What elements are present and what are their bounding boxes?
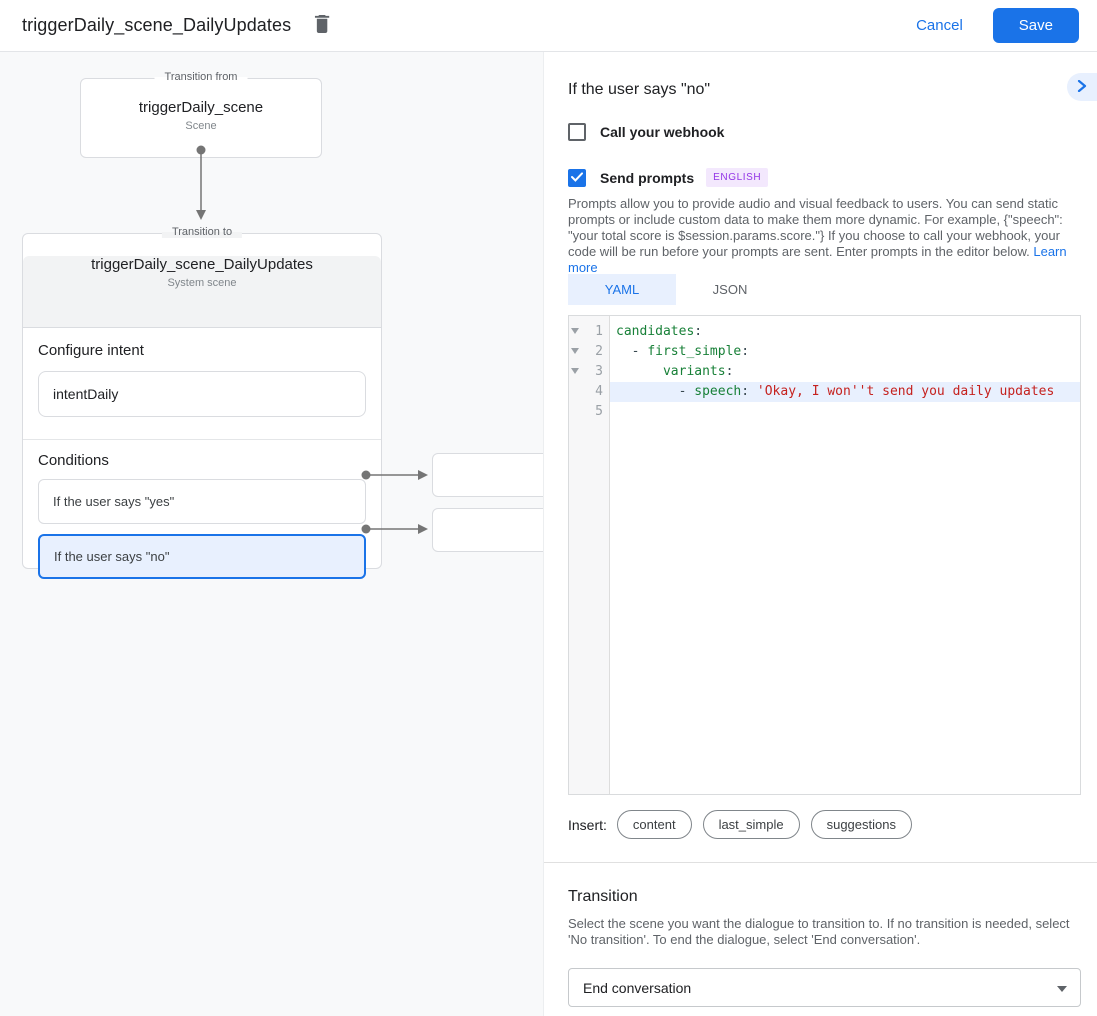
fold-arrow-icon[interactable] — [571, 328, 579, 334]
line-number: 1 — [595, 324, 603, 339]
to-scene-type: System scene — [167, 277, 237, 289]
yaml-code-editor[interactable]: 1 2 3 4 5 candidates: - first_simple: varian… — [568, 315, 1081, 795]
condition-detail-panel: If the user says "no" Call your webhook … — [543, 52, 1097, 1016]
editor-format-tabs: YAML JSON — [568, 274, 784, 305]
checkmark-icon — [571, 169, 583, 187]
editor-gutter: 1 2 3 4 5 — [569, 316, 610, 794]
gutter-row: 4 — [569, 382, 609, 402]
line-number: 4 — [595, 384, 603, 399]
code-token-plain — [616, 364, 663, 379]
insert-row: Insert: content last_simple suggestions — [568, 810, 923, 839]
condition-box-yes[interactable]: If the user says "yes" — [38, 479, 366, 524]
transition-select-value: End conversation — [583, 979, 692, 996]
configure-intent-label: Configure intent — [38, 342, 144, 359]
transition-from-node[interactable]: Transition from triggerDaily_scene Scene — [80, 71, 322, 158]
code-token-key: candidates — [616, 324, 695, 339]
transition-to-legend: Transition to — [161, 226, 243, 238]
condition-target-box-yes[interactable] — [432, 453, 543, 497]
from-scene-name: triggerDaily_scene — [138, 99, 264, 116]
to-scene-name: triggerDaily_scene_DailyUpdates — [91, 256, 313, 273]
gutter-row: 1 — [569, 322, 609, 342]
send-prompts-label: Send prompts — [600, 169, 695, 186]
code-token-plain: : — [741, 384, 757, 399]
transition-section-title: Transition — [568, 888, 638, 905]
insert-chip-last_simple[interactable]: last_simple — [702, 810, 800, 839]
learn-more-link[interactable]: Learn more — [568, 244, 1067, 275]
line-number: 5 — [595, 404, 603, 419]
code-token-plain: : — [694, 324, 703, 339]
from-scene-type: Scene — [185, 120, 217, 132]
gutter-row: 5 — [569, 402, 609, 422]
trash-icon — [314, 14, 331, 37]
cancel-button[interactable]: Cancel — [902, 9, 977, 42]
conditions-section: Conditions If the user says "yes" If the… — [23, 440, 381, 579]
insert-chip-content[interactable]: content — [616, 810, 692, 839]
intent-box[interactable]: intentDaily — [38, 371, 366, 417]
transition-to-card: Transition to triggerDaily_scene_DailyUp… — [22, 226, 382, 579]
code-token-plain: - — [616, 384, 695, 399]
webhook-label: Call your webhook — [600, 124, 725, 140]
code-token-plain: : — [725, 364, 734, 379]
webhook-row: Call your webhook — [568, 123, 724, 141]
fold-arrow-icon[interactable] — [571, 368, 579, 374]
section-divider — [544, 862, 1097, 863]
code-line[interactable]: - first_simple: — [610, 342, 1080, 362]
code-token-plain: : — [741, 344, 750, 359]
delete-button[interactable] — [309, 13, 335, 39]
collapse-panel-button[interactable] — [1067, 73, 1097, 101]
line-number: 3 — [595, 364, 603, 379]
flow-canvas: Transition from triggerDaily_scene Scene… — [0, 52, 543, 1016]
transition-select[interactable]: End conversation — [568, 968, 1081, 1007]
top-bar: triggerDaily_scene_DailyUpdates Cancel S… — [0, 0, 1097, 52]
conditions-label: Conditions — [38, 452, 109, 469]
topbar-actions: Cancel Save — [902, 8, 1079, 43]
page-title: triggerDaily_scene_DailyUpdates — [22, 15, 292, 35]
dropdown-arrow-icon — [1057, 986, 1067, 992]
line-number: 2 — [595, 344, 603, 359]
tab-yaml[interactable]: YAML — [568, 274, 676, 305]
code-line[interactable]: - speech: 'Okay, I won''t send you daily… — [610, 382, 1080, 402]
save-button[interactable]: Save — [992, 8, 1079, 43]
code-token-key: first_simple — [647, 344, 742, 359]
code-token-key: speech — [694, 384, 742, 399]
gutter-row: 2 — [569, 342, 609, 362]
webhook-checkbox[interactable] — [568, 123, 586, 141]
code-line[interactable]: variants: — [610, 362, 1080, 382]
transition-description: Select the scene you want the dialogue t… — [568, 916, 1070, 947]
code-token-key: variants — [662, 364, 726, 379]
code-token-string: 'Okay, I won''t send you daily updates — [756, 384, 1055, 399]
prompts-description: Prompts allow you to provide audio and v… — [568, 196, 1083, 276]
gutter-row: 3 — [569, 362, 609, 382]
send-prompts-checkbox[interactable] — [568, 168, 586, 187]
insert-chips: content last_simple suggestions — [616, 810, 923, 839]
to-scene-header: triggerDaily_scene_DailyUpdates System s… — [23, 256, 381, 328]
insert-label: Insert: — [568, 816, 607, 833]
configure-intent-section: Configure intent intentDaily — [23, 328, 381, 440]
send-prompts-row: Send prompts ENGLISH — [568, 168, 769, 187]
prompts-description-text: Prompts allow you to provide audio and v… — [568, 196, 1063, 259]
code-line[interactable]: candidates: — [610, 322, 1080, 342]
transition-from-legend: Transition from — [154, 71, 248, 83]
language-badge: ENGLISH — [706, 168, 769, 187]
condition-box-no[interactable]: If the user says "no" — [38, 534, 366, 579]
code-token-plain: - — [616, 344, 648, 359]
editor-code-area[interactable]: candidates: - first_simple: variants: - … — [610, 316, 1080, 794]
insert-chip-suggestions[interactable]: suggestions — [810, 810, 912, 839]
code-line[interactable] — [610, 402, 1080, 422]
chevron-right-icon — [1077, 79, 1087, 95]
condition-target-box-no[interactable] — [432, 508, 543, 552]
fold-arrow-icon[interactable] — [571, 348, 579, 354]
tab-json[interactable]: JSON — [676, 274, 784, 305]
panel-title: If the user says "no" — [568, 81, 711, 98]
